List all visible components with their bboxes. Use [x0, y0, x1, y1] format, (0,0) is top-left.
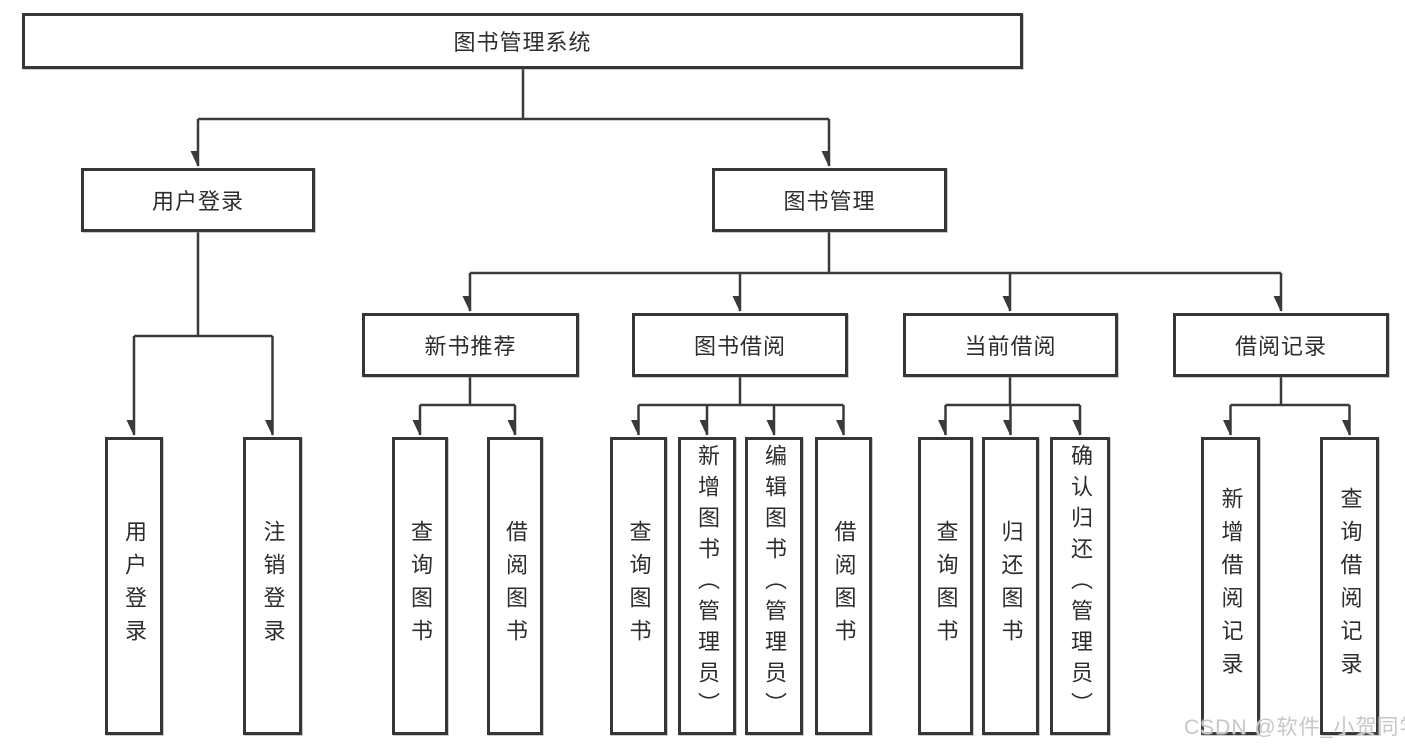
- leaf-borrow-edit-books-admin: 编辑图书（管理员）: [745, 437, 803, 735]
- connector-borrow-branch: [639, 377, 845, 435]
- csdn-watermark: CSDN @软件_小贺同学: [1184, 716, 1405, 739]
- node-borrowing-records: 借阅记录: [1173, 313, 1389, 377]
- node-book-borrowing: 图书借阅: [632, 313, 848, 377]
- leaf-user-login: 用户登录: [105, 437, 163, 735]
- node-library-management-system: 图书管理系统: [22, 13, 1023, 69]
- node-user-login-branch: 用户登录: [81, 168, 315, 232]
- connector-recommend-branch: [420, 377, 517, 435]
- leaf-borrow-borrow-books: 借阅图书: [815, 437, 872, 735]
- leaf-recommend-query-books: 查询图书: [392, 437, 448, 735]
- connector-root-to-level2: [198, 69, 831, 166]
- connector-userlogin-branch: [134, 232, 274, 435]
- connector-current-branch: [946, 377, 1082, 435]
- leaf-recommend-borrow-books: 借阅图书: [487, 437, 543, 735]
- connector-bookmgmt-to-level3: [470, 232, 1283, 311]
- node-new-book-recommendation: 新书推荐: [362, 313, 579, 377]
- leaf-records-add-record: 新增借阅记录: [1201, 437, 1260, 735]
- leaf-current-confirm-return-admin: 确认归还（管理员）: [1050, 437, 1110, 735]
- leaf-borrow-add-books-admin: 新增图书（管理员）: [678, 437, 736, 735]
- leaf-current-return-books: 归还图书: [982, 437, 1039, 735]
- leaf-borrow-query-books: 查询图书: [610, 437, 667, 735]
- leaf-current-query-books: 查询图书: [918, 437, 973, 735]
- node-book-management-branch: 图书管理: [712, 168, 947, 232]
- node-current-borrowing: 当前借阅: [903, 313, 1118, 377]
- leaf-records-query-record: 查询借阅记录: [1320, 437, 1379, 735]
- leaf-logout: 注销登录: [243, 437, 302, 735]
- connector-records-branch: [1231, 377, 1351, 435]
